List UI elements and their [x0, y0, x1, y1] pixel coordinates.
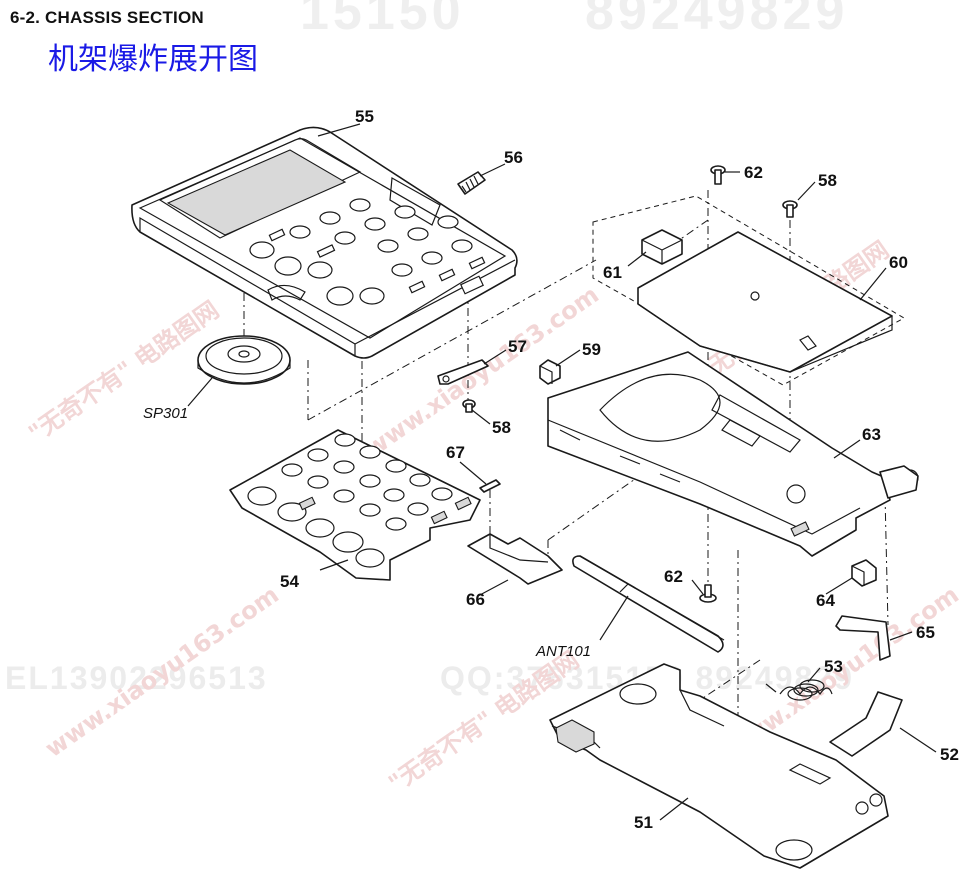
small-spacer-part-67: [479, 479, 501, 493]
callout-65: 65: [916, 623, 935, 642]
flat-cable-part-52: [829, 691, 903, 757]
screw-part-62-upper: [710, 165, 726, 185]
screw-part-58-lower: [462, 399, 476, 413]
chassis-part-63: [547, 351, 919, 557]
block-part-61: [641, 229, 683, 265]
callout-51: 51: [634, 813, 653, 832]
screw-part-58-upper: [782, 200, 798, 218]
rubber-keypad-part-54: [229, 429, 481, 581]
flexible-sheet-part-66: [467, 533, 563, 585]
callout-66: 66: [466, 590, 485, 609]
callout-57: 57: [508, 337, 527, 356]
bracket-part-59: [539, 359, 561, 385]
rf-shield-assembly-frame: [592, 195, 906, 386]
callout-62-upper: 62: [744, 163, 763, 182]
shield-plate-part-60: [637, 231, 893, 373]
callout-53: 53: [824, 657, 843, 676]
callout-58-lower: 58: [492, 418, 511, 437]
callout-56: 56: [504, 148, 523, 167]
callout-54: 54: [280, 572, 299, 591]
callout-leader-lines: [187, 123, 937, 821]
callout-59: 59: [582, 340, 601, 359]
reference-sp301: SP301: [143, 405, 188, 422]
callout-63: 63: [862, 425, 881, 444]
front-cabinet-key-holes: [249, 198, 486, 306]
reference-ant101: ANT101: [535, 643, 591, 660]
bracket-part-64: [851, 559, 877, 587]
callout-64: 64: [816, 591, 835, 610]
callout-62-lower: 62: [664, 567, 683, 586]
section-title: 机架爆炸展开图: [48, 42, 258, 77]
callout-61: 61: [603, 263, 622, 282]
screw-part-62-lower: [699, 584, 717, 603]
main-board-part-51: [549, 663, 889, 869]
speaker-sp301: [197, 335, 291, 385]
callout-52: 52: [940, 745, 959, 764]
callout-55: 55: [355, 107, 374, 126]
callout-58-upper: 58: [818, 171, 837, 190]
callout-67: 67: [446, 443, 465, 462]
front-cabinet-part-55: [131, 126, 518, 359]
callout-60: 60: [889, 253, 908, 272]
bracket-part-57: [437, 359, 489, 385]
section-label: 6-2. CHASSIS SECTION: [10, 8, 204, 27]
spring-plate-part-65: [835, 615, 891, 661]
antenna-ant101: [572, 555, 725, 653]
spring-part-53: [765, 679, 833, 701]
knob-part-56: [457, 171, 486, 195]
